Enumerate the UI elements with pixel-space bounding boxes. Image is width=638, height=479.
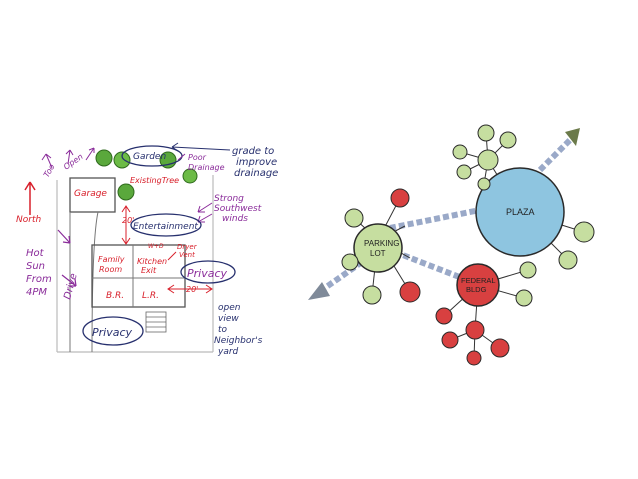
winds-label: winds (222, 214, 248, 224)
yard-label: yard (217, 347, 239, 357)
house-outline (91, 244, 186, 308)
federal-bldg-label-2: BLDG (466, 285, 487, 294)
plaza-label: PLAZA (506, 207, 535, 217)
open2-label: open (218, 303, 241, 313)
neighbors-label: Neighbor's (214, 336, 263, 346)
lr-label: L.R. (142, 291, 159, 301)
strong-label: Strong (214, 194, 244, 204)
north-arrow (24, 181, 36, 215)
dryer-label: Dryer (177, 243, 198, 251)
br-label: B.R. (106, 291, 124, 301)
privacy-right-label: Privacy (187, 267, 228, 280)
dim-20-a-label: 20' (122, 216, 134, 225)
sun-arrow-2 (61, 274, 77, 287)
privacy-right-bubble (180, 260, 236, 284)
drainage-label: Drainage (188, 163, 225, 172)
hot-label: Hot (26, 248, 45, 259)
parking-lot-bubble (353, 223, 403, 273)
privacy-left-bubble (82, 316, 144, 346)
stairs (145, 311, 167, 333)
from-label: From (26, 274, 52, 285)
site-analysis-sketch: Garage Drive Family Room Kitchen Exit W+… (16, 142, 278, 357)
parking-lot-label-2: LOT (370, 249, 386, 258)
time-label: 4PM (26, 287, 47, 298)
grade-to-label: grade to (232, 146, 274, 157)
sun-label: Sun (26, 261, 45, 272)
dim-20-a-arrow (121, 205, 131, 245)
drainage2-label: drainage (234, 168, 278, 179)
federal-bldg-label-1: FEDERAL (461, 276, 496, 285)
wd-label: W+D (148, 243, 164, 250)
north-label: North (16, 215, 41, 225)
wind-arrow-2 (197, 213, 213, 223)
grade-arrow (171, 142, 231, 152)
wind-arrow-1 (197, 202, 213, 213)
garage-label: Garage (74, 189, 107, 199)
too-open-arrow-3 (85, 147, 95, 161)
red-satellite-bubbles (390, 188, 510, 366)
entertainment-bubble (130, 213, 202, 237)
plaza-bubble (475, 167, 565, 257)
view-label: view (218, 314, 239, 324)
kitchen-label: Kitchen (137, 257, 167, 266)
federal-bldg-bubble (456, 263, 500, 307)
entertainment-label: Entertainment (133, 222, 198, 232)
existing-tree-label: ExistingTree (130, 176, 179, 185)
southwest-label: Southwest (214, 204, 262, 214)
dryer-vent-arrow (167, 251, 177, 261)
vent-label: Vent (179, 251, 195, 259)
dim-20-b-arrow (167, 284, 213, 294)
bubble-diagram: PLAZA PARKING LOT FEDERAL BLDG (308, 124, 595, 366)
green-satellite-bubbles (341, 124, 595, 307)
family-label: Family (98, 255, 125, 264)
sun-arrow-1 (57, 229, 71, 244)
too-open-arrow-1 (41, 153, 53, 169)
to-label: to (218, 325, 228, 335)
exit-label: Exit (141, 266, 157, 275)
arrow-head-top-right (565, 128, 580, 146)
garden-label: Garden (133, 152, 166, 162)
poor-drainage-arrow (177, 153, 186, 161)
privacy-left-label: Privacy (92, 326, 133, 339)
room-label: Room (99, 265, 122, 274)
garage-outline (69, 177, 116, 213)
too-open-arrow-2 (65, 149, 74, 165)
open-label: Open (62, 152, 85, 172)
poor-label: Poor (188, 153, 207, 162)
too-label: Too (42, 163, 57, 179)
arrow-head-left (308, 282, 330, 300)
parking-lot-label-1: PARKING (364, 239, 399, 248)
improve-label: improve (236, 157, 277, 168)
